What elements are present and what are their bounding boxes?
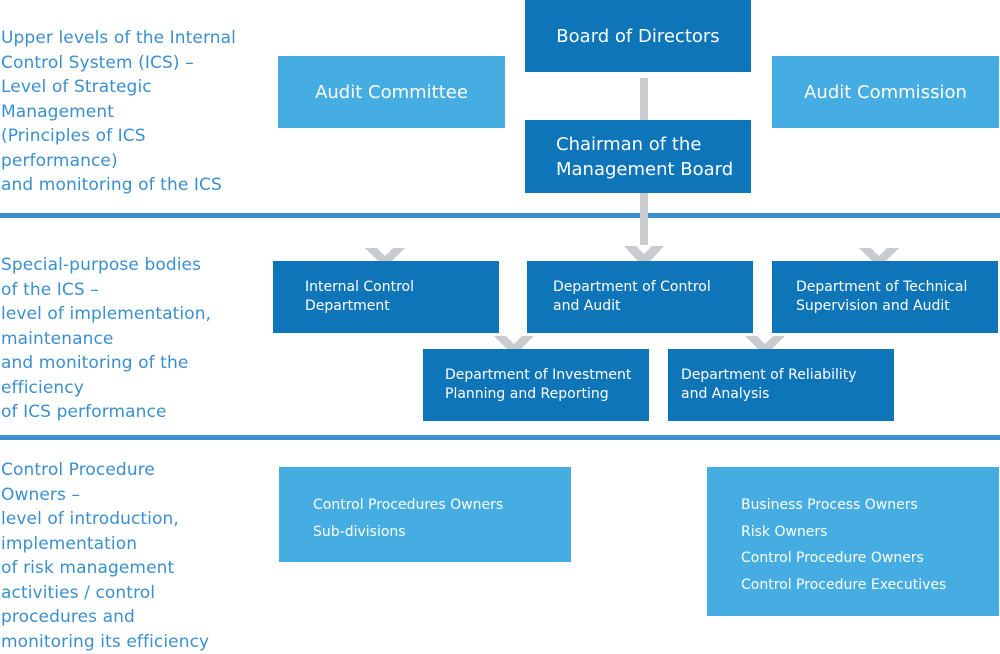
list-item: Business Process Owners bbox=[741, 497, 918, 513]
level-line: activities / control bbox=[1, 582, 156, 603]
list-item: Sub-divisions bbox=[313, 523, 406, 540]
technical-supervision-department-box: Department of Technical Supervision and … bbox=[772, 261, 998, 333]
level-line: maintenance bbox=[1, 328, 114, 349]
box-label: and Audit bbox=[553, 298, 621, 314]
level-label-strategic: Upper levels of the Internal Control Sys… bbox=[1, 26, 236, 198]
level-line: of ICS performance bbox=[1, 402, 167, 422]
box-label: Supervision and Audit bbox=[796, 298, 950, 314]
level-line: Management bbox=[1, 101, 114, 122]
level-line: procedures and bbox=[1, 607, 135, 627]
investment-planning-department-box: Department of Investment Planning and Re… bbox=[423, 349, 649, 421]
box-label: Chairman of the bbox=[556, 133, 702, 155]
level-line: of the ICS – bbox=[1, 279, 99, 300]
divider-bottom bbox=[0, 435, 1000, 440]
box-label: Department of Technical bbox=[796, 279, 968, 295]
level-line: Control System (ICS) – bbox=[1, 52, 194, 73]
level-label-owners: Control Procedure Owners – level of intr… bbox=[1, 458, 209, 654]
chevron-down-icon bbox=[859, 248, 899, 268]
audit-committee-box: Audit Committee bbox=[278, 56, 505, 128]
level-line: monitoring its efficiency bbox=[1, 631, 210, 652]
control-procedures-owners-box: Control Procedures Owners Sub-divisions bbox=[279, 467, 571, 562]
list-item: Control Procedure Owners bbox=[741, 550, 924, 566]
box-label: Board of Directors bbox=[556, 25, 720, 47]
level-line: (Principles of ICS bbox=[1, 126, 146, 146]
level-line: implementation bbox=[1, 533, 138, 554]
level-line: Owners – bbox=[1, 484, 81, 505]
business-process-owners-box: Business Process Owners Risk Owners Cont… bbox=[707, 467, 999, 616]
connector-line bbox=[640, 193, 648, 213]
chevron-down-icon bbox=[494, 336, 534, 356]
level-line: Upper levels of the Internal bbox=[1, 28, 236, 48]
box-label: Department bbox=[305, 298, 390, 314]
box-label: Planning and Reporting bbox=[445, 386, 609, 402]
box-label: Internal Control bbox=[305, 279, 415, 295]
internal-control-department-box: Internal Control Department bbox=[273, 261, 499, 333]
level-line: level of introduction, bbox=[1, 509, 179, 529]
box-label: Department of Reliability bbox=[681, 367, 857, 383]
level-line: Level of Strategic bbox=[1, 77, 152, 97]
box-label: Management Board bbox=[556, 158, 734, 180]
level-label-special-purpose: Special-purpose bodies of the ICS – leve… bbox=[1, 253, 211, 425]
audit-commission-box: Audit Commission bbox=[772, 56, 999, 128]
chairman-box: Chairman of the Management Board bbox=[525, 120, 751, 193]
box-label: Audit Commission bbox=[804, 81, 967, 103]
chevron-down-icon bbox=[624, 246, 664, 268]
control-and-audit-department-box: Department of Control and Audit bbox=[527, 261, 753, 333]
list-item: Control Procedures Owners bbox=[313, 497, 504, 513]
chevron-down-icon bbox=[745, 336, 785, 356]
level-line: of risk management bbox=[1, 558, 175, 578]
box-label: and Analysis bbox=[681, 386, 770, 402]
level-line: efficiency bbox=[1, 377, 84, 398]
level-line: and monitoring of the bbox=[1, 353, 189, 373]
level-line: level of implementation, bbox=[1, 304, 212, 324]
list-item: Risk Owners bbox=[741, 523, 828, 540]
reliability-analysis-department-box: Department of Reliability and Analysis bbox=[668, 349, 894, 421]
divider-top bbox=[0, 213, 1000, 218]
level-line: Special-purpose bodies bbox=[1, 255, 202, 275]
list-item: Control Procedure Executives bbox=[741, 576, 947, 593]
level-line: Control Procedure bbox=[1, 460, 155, 480]
level-line: performance) bbox=[1, 150, 118, 171]
board-of-directors-box: Board of Directors bbox=[525, 0, 751, 72]
level-line: and monitoring of the ICS bbox=[1, 175, 222, 195]
box-label: Department of Investment bbox=[445, 367, 632, 383]
box-label: Audit Committee bbox=[315, 81, 468, 103]
box-label: Department of Control bbox=[553, 279, 711, 295]
chevron-down-icon bbox=[365, 248, 405, 268]
